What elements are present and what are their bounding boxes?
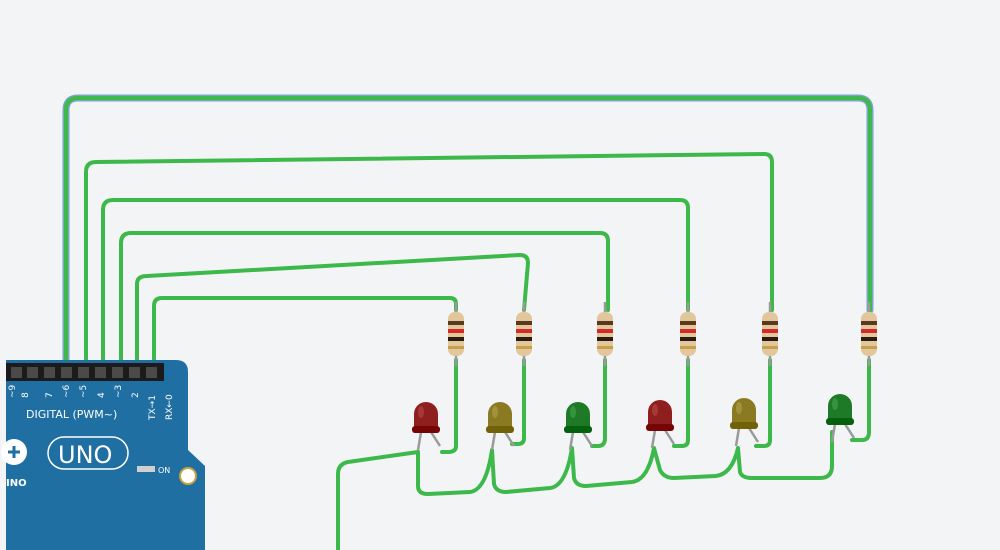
led-highlight bbox=[736, 402, 742, 414]
led-cathode-lead bbox=[568, 431, 575, 451]
wire-pin1-to-resistor1[interactable] bbox=[152, 296, 458, 374]
led-cathode-lead bbox=[490, 431, 497, 451]
resistor-5[interactable] bbox=[762, 302, 778, 366]
led-highlight bbox=[492, 406, 498, 418]
brand-label-partial: INO bbox=[6, 478, 27, 489]
wire-r5-led5[interactable] bbox=[754, 358, 772, 448]
uno-badge-outline bbox=[47, 436, 129, 470]
resistor-6[interactable] bbox=[861, 302, 877, 366]
wire-pin6-to-resistor6[interactable] bbox=[64, 96, 872, 374]
led-rim bbox=[564, 426, 592, 433]
led-highlight bbox=[418, 406, 424, 418]
led-anode-lead bbox=[429, 431, 442, 447]
leds bbox=[412, 394, 856, 451]
mounting-hole bbox=[179, 467, 197, 485]
wire-pin3-to-resistor3[interactable] bbox=[119, 231, 610, 374]
pin-label-3: ~3 bbox=[114, 385, 124, 398]
led-rim bbox=[730, 422, 758, 429]
resistor-1[interactable] bbox=[448, 302, 464, 366]
on-label: ON bbox=[158, 466, 170, 475]
led-cathode-lead bbox=[830, 423, 837, 443]
on-indicator-led bbox=[137, 466, 155, 472]
led-anode-lead bbox=[581, 431, 594, 447]
led-highlight bbox=[570, 406, 576, 418]
led-cathode-lead bbox=[734, 427, 741, 447]
arduino-logo-icon bbox=[1, 439, 27, 465]
led-2-yellow[interactable] bbox=[486, 402, 516, 451]
led-dome bbox=[648, 400, 672, 426]
wire-r2-led2[interactable] bbox=[510, 358, 526, 446]
board-body[interactable] bbox=[6, 360, 205, 550]
led-5-yellow[interactable] bbox=[730, 398, 760, 447]
pin-label-8: 8 bbox=[21, 392, 31, 398]
wires bbox=[62, 94, 874, 550]
pin-label-2: 2 bbox=[131, 392, 141, 398]
digital-pwm-label: DIGITAL (PWM~) bbox=[26, 408, 117, 421]
uno-label: UNO bbox=[58, 441, 112, 469]
pin-label-7: 7 bbox=[45, 392, 55, 398]
led-anode-lead bbox=[503, 431, 516, 447]
led-rim bbox=[826, 418, 854, 425]
wire-pin4-to-resistor4[interactable] bbox=[101, 198, 690, 374]
wire-r6-led6[interactable] bbox=[850, 358, 871, 442]
led-3-green[interactable] bbox=[564, 402, 594, 451]
pin-label-9: ~9 bbox=[8, 384, 18, 398]
led-highlight bbox=[832, 398, 838, 410]
pin-label-6: ~6 bbox=[62, 384, 72, 398]
arduino-board[interactable]: ~9 8 7 ~6 ~5 4 ~3 2 TX→1 RX←0 DIGITAL (P… bbox=[1, 360, 205, 550]
wire-r3-led3[interactable] bbox=[590, 358, 607, 448]
wire-pin2-to-resistor2[interactable] bbox=[135, 253, 530, 374]
led-dome bbox=[488, 402, 512, 428]
pin-label-rx0: RX←0 bbox=[165, 394, 175, 420]
resistors bbox=[448, 302, 877, 366]
wire-gnd-chain[interactable] bbox=[416, 430, 834, 496]
led-dome bbox=[414, 402, 438, 428]
pin-label-4: 4 bbox=[97, 392, 107, 398]
header-pins bbox=[11, 367, 157, 378]
led-dome bbox=[732, 398, 756, 424]
led-dome bbox=[828, 394, 852, 420]
led-4-red[interactable] bbox=[646, 400, 676, 449]
led-highlight bbox=[652, 404, 658, 416]
wire-gnd-to-board[interactable] bbox=[336, 450, 420, 550]
led-cathode-lead bbox=[650, 429, 657, 449]
led-anode-lead bbox=[843, 423, 856, 439]
wire-r4-led4[interactable] bbox=[672, 358, 690, 448]
led-cathode-lead bbox=[416, 431, 423, 451]
led-anode-lead bbox=[663, 429, 676, 445]
led-6-green[interactable] bbox=[826, 394, 856, 443]
led-rim bbox=[646, 424, 674, 431]
pin-label-tx1: TX→1 bbox=[148, 395, 158, 421]
wire-r1-led1[interactable] bbox=[440, 358, 458, 454]
led-dome bbox=[566, 402, 590, 428]
pin-label-5: ~5 bbox=[79, 385, 89, 398]
led-1-red[interactable] bbox=[412, 402, 442, 451]
led-anode-lead bbox=[747, 427, 760, 443]
resistor-4[interactable] bbox=[680, 302, 696, 366]
resistor-3[interactable] bbox=[597, 302, 613, 366]
wire-pin5-to-resistor5[interactable] bbox=[84, 152, 774, 374]
resistor-2[interactable] bbox=[516, 302, 532, 366]
led-rim bbox=[486, 426, 514, 433]
led-rim bbox=[412, 426, 440, 433]
